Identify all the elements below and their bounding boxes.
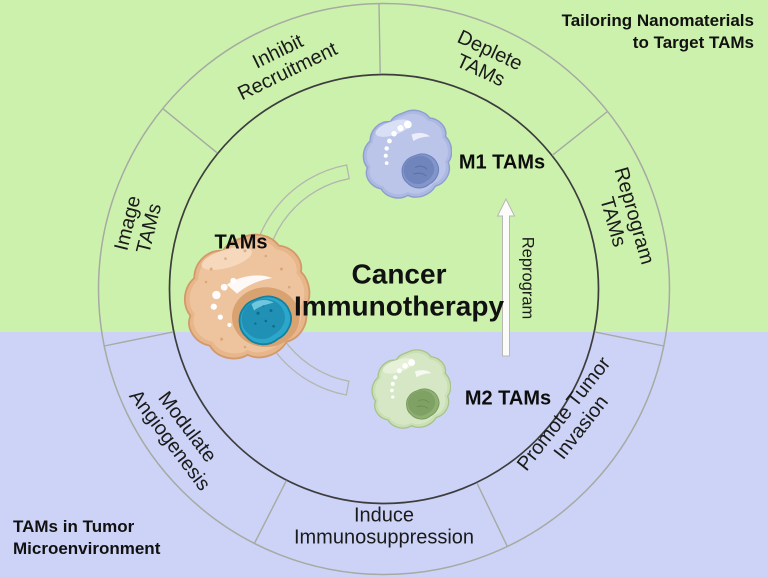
top-right-title-line2: to Target TAMs — [632, 33, 754, 53]
center-title-line1: Cancer — [351, 258, 447, 290]
m2-nucleus-texture — [407, 390, 436, 416]
segment-label-line: Induce — [353, 504, 415, 527]
divider-induce-modulate — [253, 480, 288, 544]
m2-nucleus-folds — [416, 399, 430, 409]
top-right-title-line1: Tailoring Nanomaterials — [561, 11, 754, 30]
segment-label-induce-immunosuppression: Induce Immunosuppression — [294, 505, 474, 550]
m1-cell-label: M1 TAMs — [458, 151, 546, 174]
reprogram-up-arrow — [496, 197, 516, 357]
divider-image-inhibit — [162, 108, 218, 154]
m1-cell-highlight — [375, 119, 411, 137]
divider-inhibit-deplete — [378, 3, 381, 75]
m2-cell-illustration — [371, 349, 451, 429]
segment-label-line: Immunosuppression — [293, 527, 475, 549]
m1-nucleus-texture — [403, 155, 435, 185]
top-right-title: Tailoring Nanomaterials to Target TAMs — [562, 10, 754, 55]
bottom-left-title: TAMs in Tumor Microenvironment — [13, 516, 160, 561]
divider-deplete-reprogram — [551, 110, 608, 156]
tams-cell-vesicles — [210, 277, 237, 327]
m1-cell-streak — [411, 132, 430, 142]
bottom-left-title-line1: TAMs in Tumor — [13, 517, 135, 536]
center-title: Cancer Immunotherapy — [294, 259, 504, 324]
m1-nucleus-folds — [413, 165, 428, 177]
inner-ring-circle — [168, 73, 600, 505]
m2-cell-label: M2 TAMs — [464, 387, 552, 410]
tams-cell-label: TAMs — [214, 231, 268, 254]
segment-dividers — [104, 3, 664, 547]
tams-cell-illustration — [183, 233, 311, 360]
tams-nucleus-highlight — [251, 300, 274, 311]
outer-ring-circle — [97, 2, 671, 576]
divider-promote-induce — [476, 482, 509, 547]
m2-cell-streak — [414, 370, 432, 378]
divider-reprogram-promote — [594, 331, 664, 347]
m2-cell-highlight — [382, 358, 415, 374]
bottom-left-title-line2: Microenvironment — [13, 539, 161, 559]
m1-cell-vesicles — [383, 120, 412, 165]
tams-nucleus-texture — [241, 298, 285, 340]
tams-cell-streak — [226, 275, 273, 294]
tams-cell-highlight — [201, 247, 252, 270]
divider-modulate-image — [104, 331, 174, 347]
m2-cell-vesicles — [390, 359, 416, 399]
m1-cell-illustration — [362, 109, 452, 199]
center-title-line2: Immunotherapy — [293, 291, 505, 322]
reprogram-arrow-label: Reprogram — [518, 236, 537, 320]
